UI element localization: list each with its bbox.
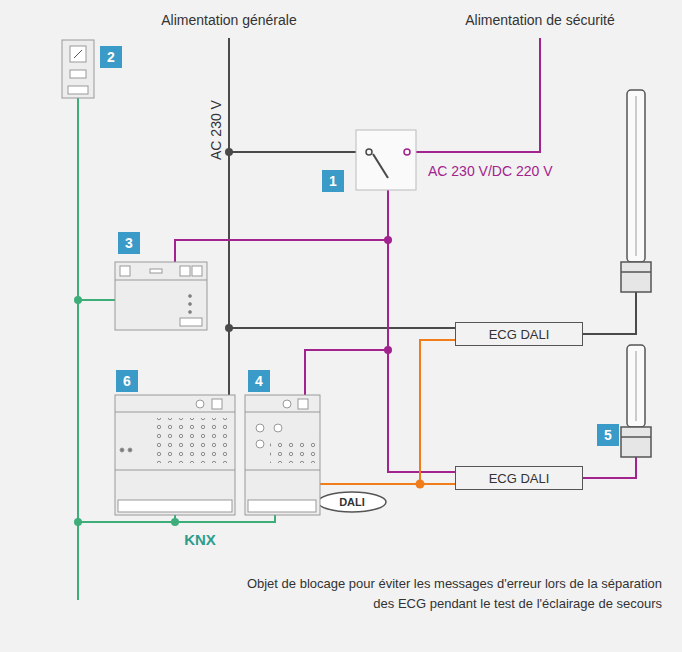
callout-number: 6 [116, 370, 138, 392]
knx-actuator [212, 399, 222, 409]
power-supply [192, 266, 202, 276]
knx-logo-text: KNX [184, 532, 216, 548]
changeover-switch [366, 149, 372, 155]
dali-wire [320, 483, 420, 485]
dali-logo [318, 492, 386, 512]
power-supply [180, 318, 202, 326]
junction-dot [74, 518, 82, 526]
ecg-box: ECG DALI [455, 322, 583, 346]
knx-actuator [128, 448, 132, 452]
dali-logo-text: DALI [339, 494, 365, 510]
callout-number: 2 [100, 46, 122, 68]
knx-actuator [120, 448, 124, 452]
power-supply [180, 266, 190, 276]
changeover-switch [356, 130, 416, 190]
junction-dot [74, 296, 82, 304]
knx-device [68, 86, 88, 94]
knx-actuator [115, 395, 235, 515]
box-label: ECG DALI [489, 327, 550, 342]
knx-device [62, 40, 94, 98]
power-supply [150, 269, 162, 273]
changeover-switch [373, 154, 388, 178]
knx-device [70, 70, 86, 78]
junction-dot [225, 148, 233, 156]
fluorescent-lamp [621, 262, 651, 292]
changeover-switch [404, 149, 410, 155]
dali-gateway [245, 395, 320, 515]
knx-actuator [118, 500, 232, 512]
power-supply [115, 280, 207, 281]
power-supply [115, 262, 207, 330]
knx-device [74, 50, 82, 58]
callout-number: 4 [248, 370, 270, 392]
safety-wire [410, 38, 540, 152]
dali-bus-line [420, 340, 455, 484]
dali-gateway [270, 438, 316, 463]
changeover-switch [356, 130, 416, 190]
knx-actuator [115, 470, 235, 471]
emergency-lamp [627, 345, 645, 427]
knx-device [62, 40, 94, 98]
mains-wire [229, 327, 455, 329]
knx-actuator [150, 418, 230, 463]
emergency-lamp [621, 345, 651, 457]
emergency-lamp [635, 351, 637, 421]
junction-dot [225, 324, 233, 332]
dali-gateway [245, 395, 320, 515]
fluorescent-lamp [621, 90, 651, 292]
mains-wire [583, 292, 636, 334]
callout-number: 1 [322, 170, 344, 192]
fluorescent-lamp [627, 90, 645, 262]
safety-wire [583, 457, 636, 478]
knx-device [70, 46, 86, 62]
dali-gateway [256, 424, 264, 432]
box-label: ECG DALI [489, 471, 550, 486]
voltage-label: AC 230 V [208, 100, 224, 160]
dali-gateway [245, 412, 320, 413]
supply-label: Alimentation générale [161, 12, 296, 28]
power-supply [120, 266, 130, 276]
mains-wire [229, 38, 636, 395]
callout-number: 5 [597, 424, 619, 446]
safety-wire [388, 178, 455, 472]
junction-dot [384, 236, 392, 354]
mains-wire [228, 38, 230, 395]
supply-label: Alimentation de sécurité [465, 12, 614, 28]
junction-dot [384, 236, 392, 244]
dali-gateway [283, 400, 291, 408]
power-supply [115, 262, 207, 330]
mains-wire [229, 151, 366, 153]
caption: Objet de blocage pour éviter les message… [242, 574, 662, 614]
dali-gateway [245, 470, 320, 471]
dali-wire [320, 483, 420, 485]
junction-dot [384, 346, 392, 354]
safety-wire [175, 38, 636, 478]
dali-gateway [248, 500, 316, 512]
junction-dot [171, 518, 179, 526]
knx-bus [78, 98, 275, 600]
knx-actuator [196, 400, 204, 408]
knx-bus [78, 299, 115, 301]
knx-actuator [115, 395, 235, 515]
emergency-lamp [621, 427, 651, 457]
emergency-lamp [621, 436, 651, 438]
dali-gateway [274, 424, 282, 432]
fluorescent-lamp [621, 271, 651, 273]
power-supply [189, 303, 192, 306]
fluorescent-lamp [635, 96, 637, 256]
dali-gateway [298, 399, 308, 409]
safety-wire [175, 240, 388, 262]
power-supply [189, 311, 192, 314]
ecg-box: ECG DALI [455, 466, 583, 490]
knx-actuator [115, 412, 235, 413]
safety-wire [305, 350, 388, 395]
dali-gateway [256, 440, 264, 448]
voltage-label: AC 230 V/DC 220 V [428, 163, 553, 179]
power-supply [189, 295, 192, 298]
callout-number: 3 [118, 232, 140, 254]
